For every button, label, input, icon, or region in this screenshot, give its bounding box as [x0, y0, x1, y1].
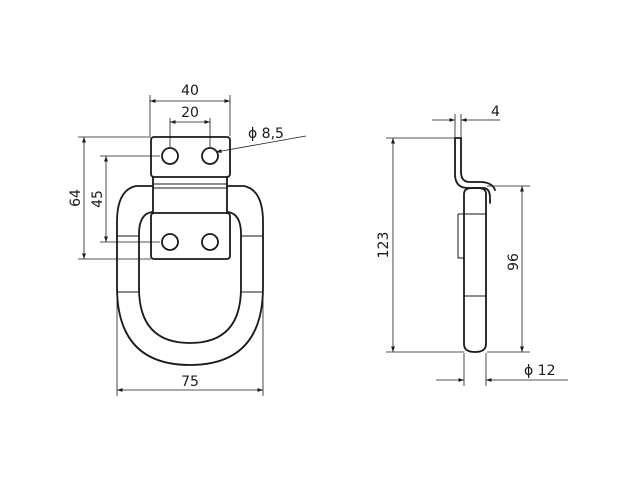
side-dimensions: 4 123 96 ϕ 12	[376, 104, 568, 386]
dim-hole-spacing: 20	[181, 105, 199, 121]
dim-plate-height: 64	[68, 189, 84, 207]
dim-hole-diameter: ϕ 8,5	[248, 126, 284, 142]
ring-outer	[116, 185, 264, 366]
dim-total-height: 123	[376, 232, 392, 259]
ring-side	[463, 187, 487, 353]
hole-lower-left	[161, 233, 179, 251]
hole-lower-right	[201, 233, 219, 251]
side-view	[454, 137, 496, 353]
dim-ring-diameter: ϕ 12	[524, 363, 556, 379]
hole-upper-left	[161, 147, 179, 165]
front-dimensions: 40 20 ϕ 8,5 64 45 75	[68, 83, 307, 396]
ring-inner	[138, 211, 242, 344]
plate-lower	[150, 212, 231, 260]
plate-upper	[150, 136, 231, 178]
hole-upper-right	[201, 147, 219, 165]
dim-thickness: 4	[491, 104, 500, 120]
front-view	[116, 136, 264, 366]
plate-bend	[152, 176, 228, 214]
dim-ring-width: 75	[181, 374, 199, 390]
dim-ring-height: 96	[506, 253, 522, 271]
dim-hole-vertical: 45	[90, 190, 106, 208]
dim-top-width: 40	[181, 83, 199, 99]
